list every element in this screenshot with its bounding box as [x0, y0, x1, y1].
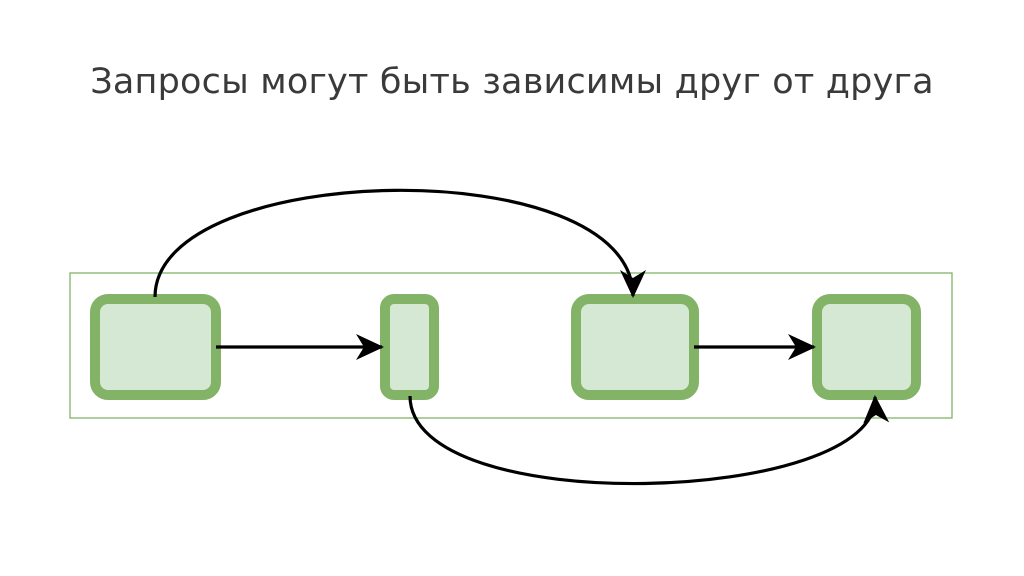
- edge-node1-to-node3: [153, 188, 646, 298]
- slide-title: Запросы могут быть зависимы друг от друг…: [90, 62, 934, 102]
- request-node-3: [571, 294, 699, 400]
- request-node-4: [812, 294, 921, 400]
- request-node-2: [380, 294, 439, 400]
- request-node-1: [90, 294, 221, 400]
- edge-node2-to-node4: [408, 395, 890, 486]
- diagram-container: [69, 272, 953, 419]
